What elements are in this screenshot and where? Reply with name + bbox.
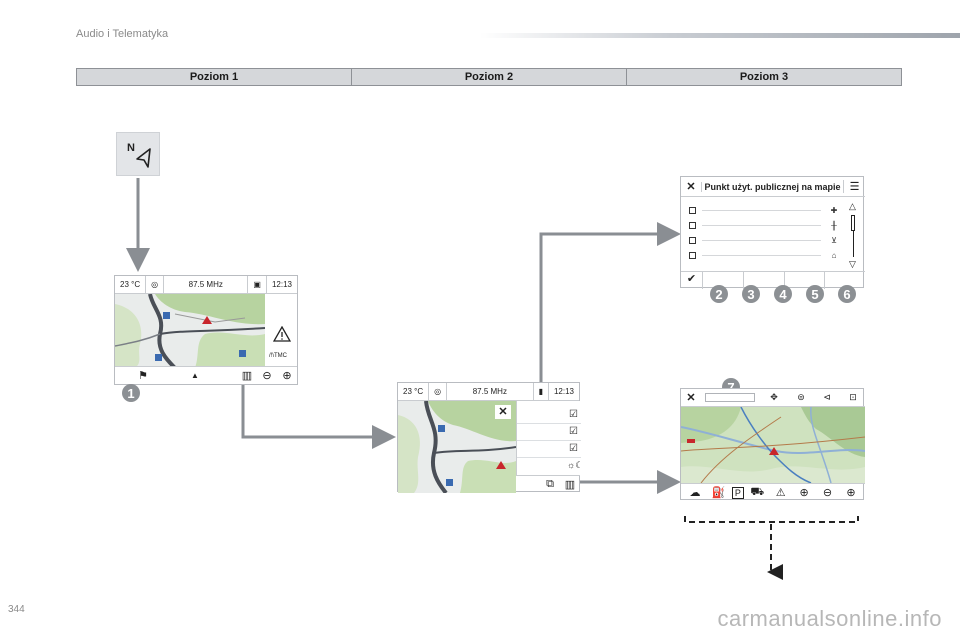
radio-icon[interactable]: ◎ — [146, 276, 165, 293]
map-view[interactable] — [398, 401, 516, 493]
checkbox[interactable] — [689, 221, 696, 229]
temperature: 23 °C — [398, 383, 430, 400]
weather-icon[interactable]: ☁ — [689, 487, 701, 499]
tmc-label: TMC — [274, 353, 288, 359]
map-options-icon[interactable]: ▥ — [564, 478, 576, 491]
callout-badge-2: 2 — [710, 285, 728, 303]
navigate-icon[interactable]: ⊲ — [823, 392, 831, 402]
side-menu: ✕ ☑ ☑ ☑ ☼☾ — [495, 401, 584, 475]
level-table-header: Poziom 1 Poziom 2 Poziom 3 — [76, 68, 902, 86]
list-item[interactable]: ✚ — [681, 203, 841, 217]
fuel-icon[interactable]: ⛽ — [711, 487, 726, 499]
level-2-header: Poziom 2 — [352, 69, 627, 85]
scroll-thumb[interactable] — [851, 215, 855, 231]
checkbox[interactable] — [689, 206, 696, 214]
checkered-flag-icon[interactable]: ⚑ — [138, 370, 148, 382]
menu-option-checkbox-1[interactable]: ☑ — [569, 409, 578, 420]
page-number: 344 — [8, 604, 25, 615]
phone-icon[interactable]: ▮ — [534, 383, 549, 400]
list-options-icon[interactable]: ☰ — [843, 180, 865, 193]
shopping-cart-icon: ⊻ — [831, 235, 837, 245]
list-item[interactable]: ⊻ — [681, 233, 841, 247]
section-title: Audio i Telematyka — [76, 28, 169, 40]
checkbox[interactable] — [689, 236, 696, 244]
callout-badge-1: 1 — [122, 384, 140, 402]
menu-option-checkbox-3[interactable]: ☑ — [569, 443, 578, 454]
map-view[interactable] — [681, 407, 865, 483]
scroll-down-icon[interactable]: ▽ — [849, 259, 856, 269]
radio-icon[interactable]: ◎ — [429, 383, 448, 400]
building-icon: ⌂ — [831, 250, 837, 260]
poi-list-screen[interactable]: ✕ Punkt użyt. publicznej na mapie ☰ ✚ ╫ … — [680, 176, 865, 289]
compass-icon[interactable]: ▲ — [191, 371, 199, 380]
checkbox[interactable] — [689, 251, 696, 259]
clock: 12:13 — [271, 280, 292, 289]
callout-badge-3: 3 — [742, 285, 760, 303]
status-bar: 23 °C ◎ 87.5 MHz ▣ 12:13 — [115, 276, 297, 294]
temperature: 23 °C — [115, 276, 147, 293]
camera-icon[interactable]: ⊡ — [849, 392, 857, 402]
parking-icon[interactable]: P — [731, 486, 744, 499]
traffic-warning-icon[interactable] — [272, 325, 292, 342]
map-toolbar: ☁ ⛽ P ⛟ ⚠ ⊕ ⊖ ⊕ — [681, 483, 865, 501]
header-rule — [480, 33, 960, 38]
car-service-icon[interactable]: ⛟ — [750, 485, 765, 498]
radio-frequency[interactable]: 87.5 MHz — [447, 383, 534, 400]
warning-icon[interactable]: ⚠ — [775, 487, 786, 499]
nav-map-screen-level3[interactable]: ✕ ✥ ⊜ ⊲ ⊡ ☁ ⛽ P ⛟ ⚠ ⊕ ⊖ ⊕ — [680, 388, 865, 501]
level-3-header: Poziom 3 — [739, 71, 789, 83]
north-arrow-icon: N — [127, 142, 151, 168]
bottom-toolbar: ⚑ ▲ ▥ ⊖ ⊕ — [115, 366, 297, 384]
search-input[interactable] — [705, 393, 755, 402]
callout-badge-4: 4 — [774, 285, 792, 303]
poi-toolbar: ✔ — [681, 271, 865, 289]
cutlery-icon: ╫ — [831, 220, 837, 230]
route-icon[interactable]: ⊜ — [797, 392, 805, 402]
map-header: ✕ ✥ ⊜ ⊲ ⊡ — [681, 389, 865, 407]
zoom-in-icon[interactable]: ⊕ — [846, 487, 856, 499]
poi-header: ✕ Punkt użyt. publicznej na mapie ☰ — [681, 177, 865, 197]
callout-badge-5: 5 — [806, 285, 824, 303]
add-icon[interactable]: ⊕ — [799, 487, 809, 499]
move-map-icon[interactable]: ✥ — [770, 392, 778, 402]
clock: 12:13 — [553, 387, 574, 396]
nav-screen-level2[interactable]: 23 °C ◎ 87.5 MHz ▮ 12:13 ✕ ☑ ☑ ☑ ☼☾ ⧉ ▥ — [397, 382, 584, 493]
day-night-icon[interactable]: ☼☾ — [567, 460, 584, 470]
medical-cross-icon: ✚ — [830, 205, 838, 215]
poi-title: Punkt użyt. publicznej na mapie — [701, 181, 843, 192]
close-icon[interactable]: ✕ — [686, 392, 696, 404]
status-bar: 23 °C ◎ 87.5 MHz ▮ 12:13 — [398, 383, 579, 401]
scrollbar[interactable]: △ ▽ — [843, 201, 863, 271]
map-view[interactable] — [115, 294, 265, 368]
confirm-icon[interactable]: ✔ — [681, 272, 703, 289]
radio-frequency[interactable]: 87.5 MHz — [164, 276, 249, 293]
close-icon[interactable]: ✕ — [686, 181, 696, 193]
scroll-up-icon[interactable]: △ — [849, 201, 856, 211]
callout-badge-6: 6 — [838, 285, 856, 303]
bottom-toolbar: ⧉ ▥ — [516, 475, 580, 493]
nav-screen-level1[interactable]: 23 °C ◎ 87.5 MHz ▣ 12:13 /!\TMC ⚑ ▲ ▥ ⊖ — [114, 275, 298, 385]
north-letter: N — [127, 142, 135, 154]
north-icon-tile[interactable]: N — [116, 132, 160, 176]
phone-icon[interactable]: ▣ — [248, 276, 267, 293]
tmc-icon[interactable]: /!\TMC — [269, 353, 288, 359]
route-options-icon[interactable]: ⧉ — [546, 477, 554, 490]
zoom-out-icon[interactable]: ⊖ — [822, 487, 833, 499]
level-1-header: Poziom 1 — [77, 69, 352, 85]
list-item[interactable]: ⌂ — [681, 248, 841, 262]
zoom-out-icon[interactable]: ⊖ — [262, 370, 272, 382]
map-options-icon[interactable]: ▥ — [241, 370, 253, 382]
zoom-in-icon[interactable]: ⊕ — [282, 370, 292, 382]
close-icon[interactable]: ✕ — [495, 405, 511, 419]
watermark: carmanualsonline.info — [717, 606, 942, 631]
list-item[interactable]: ╫ — [681, 218, 841, 232]
menu-option-checkbox-2[interactable]: ☑ — [569, 426, 578, 437]
